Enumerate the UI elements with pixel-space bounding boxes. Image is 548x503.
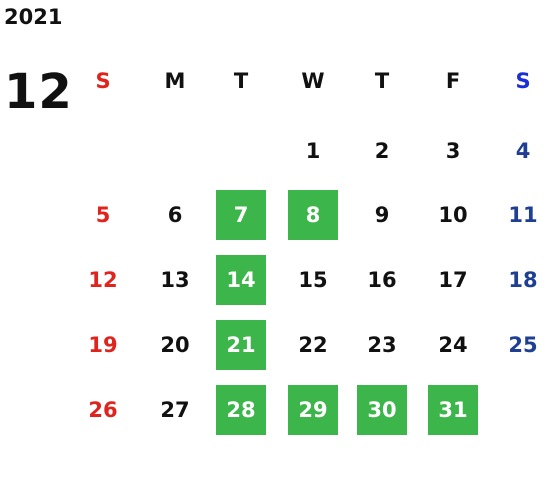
day-cell[interactable]: 26 — [88, 398, 118, 422]
day-cell[interactable]: 10 — [438, 203, 468, 227]
day-cell[interactable]: 3 — [445, 139, 461, 163]
day-cell[interactable]: 31 — [428, 385, 478, 435]
day-cell[interactable]: 25 — [508, 333, 538, 357]
year-label: 2021 — [4, 5, 63, 29]
day-cell[interactable]: 15 — [298, 268, 328, 292]
day-cell[interactable]: 6 — [167, 203, 183, 227]
day-cell[interactable]: 29 — [288, 385, 338, 435]
day-cell[interactable]: 12 — [88, 268, 118, 292]
day-cell[interactable]: 16 — [367, 268, 397, 292]
weekday-header-sat: S — [515, 69, 531, 93]
day-cell[interactable]: 1 — [305, 139, 321, 163]
day-cell[interactable]: 22 — [298, 333, 328, 357]
day-cell[interactable]: 9 — [374, 203, 390, 227]
day-cell[interactable]: 24 — [438, 333, 468, 357]
day-cell[interactable]: 8 — [288, 190, 338, 240]
day-cell[interactable]: 2 — [374, 139, 390, 163]
day-cell[interactable]: 14 — [216, 255, 266, 305]
day-cell[interactable]: 4 — [515, 139, 531, 163]
day-cell[interactable]: 18 — [508, 268, 538, 292]
day-cell[interactable]: 23 — [367, 333, 397, 357]
day-cell[interactable]: 19 — [88, 333, 118, 357]
day-cell[interactable]: 7 — [216, 190, 266, 240]
weekday-header-sun: S — [95, 69, 111, 93]
weekday-header-fri: F — [445, 69, 461, 93]
day-cell[interactable]: 5 — [95, 203, 111, 227]
day-cell[interactable]: 17 — [438, 268, 468, 292]
weekday-header-mon: M — [164, 69, 186, 93]
day-cell[interactable]: 30 — [357, 385, 407, 435]
weekday-header-tue: T — [233, 69, 249, 93]
day-cell[interactable]: 28 — [216, 385, 266, 435]
day-cell[interactable]: 13 — [160, 268, 190, 292]
weekday-header-thu: T — [374, 69, 390, 93]
day-cell[interactable]: 27 — [160, 398, 190, 422]
day-cell[interactable]: 21 — [216, 320, 266, 370]
weekday-header-wed: W — [301, 69, 325, 93]
month-number: 12 — [4, 64, 73, 120]
day-cell[interactable]: 20 — [160, 333, 190, 357]
day-cell[interactable]: 11 — [508, 203, 538, 227]
